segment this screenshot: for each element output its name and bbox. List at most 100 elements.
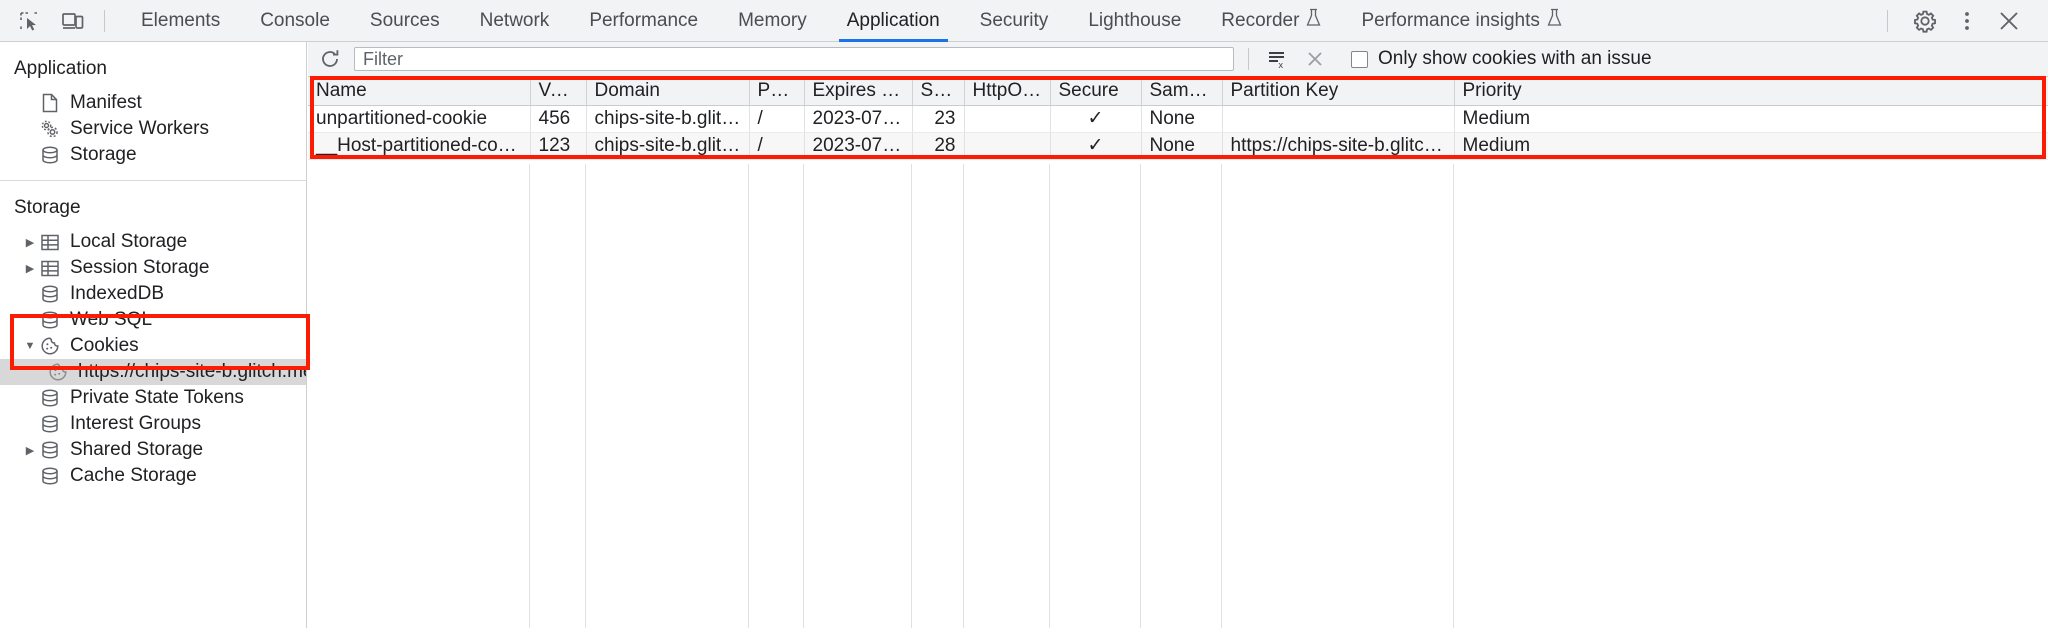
close-icon[interactable]: [1990, 2, 2028, 40]
inspect-element-icon[interactable]: [14, 6, 44, 36]
svg-text:x: x: [1279, 60, 1284, 70]
tab-sources[interactable]: Sources: [350, 0, 460, 42]
table-icon: [38, 259, 62, 278]
cell-path: /: [749, 132, 805, 160]
experiment-flask-icon: [1547, 8, 1562, 33]
cell-secure: ✓: [1050, 105, 1142, 133]
cookies-grid[interactable]: Name Value Domain Path Expires / M… Size…: [308, 77, 2048, 628]
sidebar-section-title: Storage: [14, 197, 81, 218]
clear-filtered-cookies-icon[interactable]: x: [1263, 45, 1291, 73]
only-show-issues-checkbox[interactable]: Only show cookies with an issue: [1351, 48, 1652, 70]
twisty-collapsed-icon[interactable]: ▶: [25, 262, 35, 275]
sidebar-item-interest-groups[interactable]: ▶ Interest Groups: [0, 411, 306, 437]
cell-priority: Medium: [1454, 105, 2048, 133]
tab-lighthouse[interactable]: Lighthouse: [1068, 0, 1201, 42]
devtools-tabbar: Elements Console Sources Network Perform…: [0, 0, 2048, 42]
twisty-expanded-icon[interactable]: ▼: [24, 340, 36, 352]
twisty-collapsed-icon[interactable]: ▶: [25, 236, 35, 249]
clear-all-cookies-icon[interactable]: [1301, 45, 1329, 73]
tab-recorder[interactable]: Recorder: [1201, 0, 1341, 42]
sidebar-item-label: Web SQL: [70, 309, 153, 330]
cell-expires: 2023-07-07…: [804, 105, 913, 133]
cell-value: 456: [530, 105, 587, 133]
cookie-icon: [46, 362, 70, 382]
cell-partition-key: [1222, 105, 1455, 133]
twisty-collapsed-icon[interactable]: ▶: [25, 444, 35, 457]
sidebar-item-label: Private State Tokens: [70, 387, 244, 408]
sidebar-item-web-sql[interactable]: ▶ Web SQL: [0, 307, 306, 333]
tab-performance-insights[interactable]: Performance insights: [1341, 0, 1581, 42]
sidebar-item-storage[interactable]: ▶ Storage: [0, 142, 306, 168]
column-header-name[interactable]: Name: [308, 77, 531, 106]
table-row[interactable]: __Host-partitioned-cookie 123 chips-site…: [308, 132, 2048, 160]
database-icon: [38, 440, 62, 460]
table-header-row: Name Value Domain Path Expires / M… Size…: [308, 77, 2048, 106]
sidebar-item-session-storage[interactable]: ▶ Session Storage: [0, 255, 306, 281]
sidebar-item-manifest[interactable]: ▶ Manifest: [0, 90, 306, 116]
database-icon: [38, 145, 62, 165]
column-header-domain[interactable]: Domain: [586, 77, 750, 106]
sidebar-item-label: Local Storage: [70, 231, 188, 252]
table-icon: [38, 233, 62, 252]
tabbar-left-icons: [0, 6, 88, 36]
cell-size: 23: [912, 105, 965, 133]
sidebar-item-label: IndexedDB: [70, 283, 165, 304]
tab-label: Performance insights: [1361, 9, 1540, 31]
sidebar-item-shared-storage[interactable]: ▶ Shared Storage: [0, 437, 306, 463]
gears-icon: [38, 119, 62, 139]
column-header-expires[interactable]: Expires / M…: [804, 77, 913, 106]
tab-performance[interactable]: Performance: [569, 0, 718, 42]
column-header-secure[interactable]: Secure: [1050, 77, 1142, 106]
database-icon: [38, 284, 62, 304]
device-toolbar-icon[interactable]: [58, 6, 88, 36]
more-options-kebab-icon[interactable]: [1948, 2, 1986, 40]
database-icon: [38, 414, 62, 434]
sidebar-item-local-storage[interactable]: ▶ Local Storage: [0, 229, 306, 255]
panel-tabs: Elements Console Sources Network Perform…: [121, 0, 1582, 42]
sidebar-item-label: Manifest: [70, 92, 142, 113]
tab-memory[interactable]: Memory: [718, 0, 827, 42]
sidebar-item-cache-storage[interactable]: ▶ Cache Storage: [0, 463, 306, 489]
column-header-httponly[interactable]: HttpOnly: [964, 77, 1051, 106]
tab-security[interactable]: Security: [960, 0, 1069, 42]
column-header-priority[interactable]: Priority: [1454, 77, 2048, 106]
tab-application[interactable]: Application: [827, 0, 960, 42]
tab-elements[interactable]: Elements: [121, 0, 240, 42]
cell-domain: chips-site-b.glitch.me: [586, 132, 750, 160]
sidebar-item-private-state-tokens[interactable]: ▶ Private State Tokens: [0, 385, 306, 411]
checkbox-box-icon[interactable]: [1351, 50, 1368, 68]
sidebar-item-cookie-origin[interactable]: https://chips-site-b.glitch.me: [0, 359, 306, 385]
filter-input[interactable]: [354, 47, 1234, 71]
sidebar-item-cookies[interactable]: ▼ Cookies: [0, 333, 306, 359]
sidebar-item-label: Storage: [70, 144, 137, 165]
application-sidebar[interactable]: Application ▶ Manifest ▶: [0, 42, 307, 628]
tab-label: Security: [979, 9, 1049, 31]
column-header-path[interactable]: Path: [749, 77, 805, 106]
column-header-value[interactable]: Value: [530, 77, 587, 106]
tab-network[interactable]: Network: [460, 0, 570, 42]
sidebar-section-storage: Storage ▶ Local Storage ▶: [0, 180, 306, 501]
cell-size: 28: [912, 132, 965, 160]
experiment-flask-icon: [1306, 8, 1321, 33]
column-header-samesite[interactable]: SameSite: [1141, 77, 1223, 106]
sidebar-item-service-workers[interactable]: ▶ Service Workers: [0, 116, 306, 142]
refresh-icon[interactable]: [316, 45, 344, 73]
settings-gear-icon[interactable]: [1906, 2, 1944, 40]
database-icon: [38, 388, 62, 408]
cell-samesite: None: [1141, 132, 1223, 160]
tab-console[interactable]: Console: [240, 0, 350, 42]
sidebar-item-label: Session Storage: [70, 257, 210, 278]
table-row[interactable]: unpartitioned-cookie 456 chips-site-b.gl…: [308, 105, 2048, 133]
cell-value: 123: [530, 132, 587, 160]
cell-name: unpartitioned-cookie: [308, 105, 531, 133]
sidebar-item-indexeddb[interactable]: ▶ IndexedDB: [0, 281, 306, 307]
cell-domain: chips-site-b.glitch.me: [586, 105, 750, 133]
column-header-size[interactable]: Size: [912, 77, 965, 106]
cookie-icon: [38, 336, 62, 356]
sidebar-section-title: Application: [14, 58, 107, 79]
document-icon: [38, 93, 62, 113]
column-header-partition-key[interactable]: Partition Key: [1222, 77, 1455, 106]
tabbar-divider: [104, 9, 105, 32]
tabbar-right-controls: [1881, 2, 2048, 40]
filter-toolbar-divider: [1248, 48, 1249, 70]
